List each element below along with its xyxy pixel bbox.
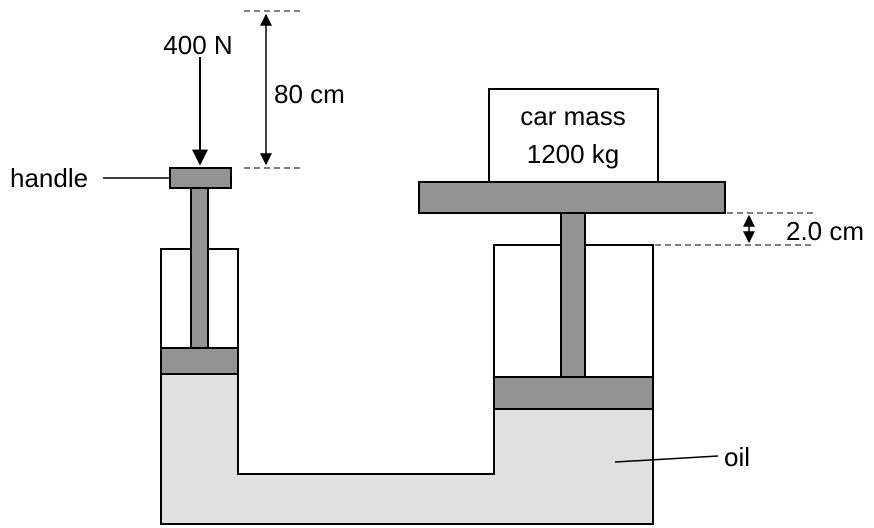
force-label: 400 N xyxy=(163,30,232,60)
handle-bar[interactable] xyxy=(169,167,232,189)
car-platform xyxy=(418,181,726,214)
oil-leader-line xyxy=(614,455,719,463)
large-piston-rod xyxy=(560,212,586,378)
small-piston-head xyxy=(160,347,239,375)
car-mass-label-line2: 1200 kg xyxy=(527,139,620,169)
small-piston-rod xyxy=(190,186,209,349)
car-mass-box xyxy=(488,88,659,183)
car-mass-label-line1: car mass xyxy=(520,101,625,131)
distance-label-2cm: 2.0 cm xyxy=(786,216,864,246)
large-piston-head xyxy=(493,376,654,410)
oil-label: oil xyxy=(724,442,750,472)
distance-label-80cm: 80 cm xyxy=(274,79,345,109)
handle-label: handle xyxy=(10,163,88,193)
